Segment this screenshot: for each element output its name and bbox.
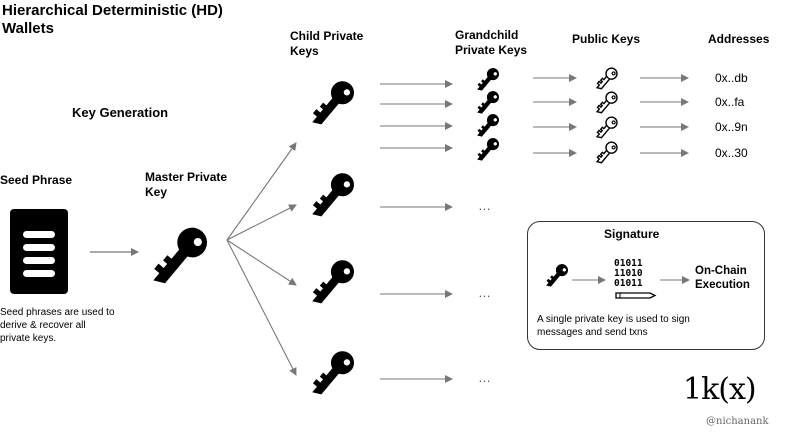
key-icon	[546, 264, 568, 287]
outline-keys-group	[595, 67, 618, 164]
key-generation-label: Key Generation	[72, 105, 169, 120]
signature-box	[527, 221, 765, 350]
arrow-icon	[226, 239, 297, 286]
grandchild-public-arrows	[533, 74, 577, 157]
address-item: 0x..30	[715, 146, 748, 160]
document-icon	[10, 209, 68, 294]
arrow-icon	[226, 204, 297, 241]
address-item: 0x..db	[715, 71, 748, 85]
key-outline-icon	[595, 141, 618, 164]
arrow-icon	[226, 142, 297, 241]
binary-line: 01011	[614, 278, 643, 289]
key-icon	[153, 227, 207, 284]
key-icon	[312, 173, 354, 217]
seed-phrase-label: Seed Phrase	[0, 173, 73, 187]
on-chain-execution-label: On-Chain Execution	[695, 265, 750, 291]
addresses-label: Addresses	[708, 32, 770, 46]
solid-keys-group	[153, 68, 568, 395]
master-child-arrows	[226, 142, 297, 376]
key-icon	[477, 68, 499, 91]
ellipsis: …	[478, 285, 491, 300]
ellipsis: …	[478, 370, 491, 385]
ellipsis: …	[478, 198, 491, 213]
key-icon	[312, 81, 354, 125]
key-outline-icon	[595, 116, 618, 139]
key-icon	[477, 114, 499, 137]
seed-note: Seed phrases are used to derive & recove…	[0, 307, 115, 344]
signature-note: A single private key is used to sign mes…	[537, 314, 690, 338]
key-icon	[312, 351, 354, 395]
arrow-icon	[226, 239, 297, 376]
binary-line: 11010	[614, 268, 643, 279]
master-private-key-label: Master Private Key	[145, 170, 228, 199]
grandchild-private-keys-label: Grandchild Private Keys	[455, 28, 528, 57]
key-outline-icon	[595, 91, 618, 114]
key-outline-icon	[595, 67, 618, 90]
brand-handle: @nichanank	[706, 416, 769, 427]
child-grandchild-arrows	[380, 80, 453, 383]
page-title: Hierarchical Deterministic (HD) Wallets	[2, 2, 223, 37]
child-private-keys-label: Child Private Keys	[290, 29, 364, 58]
public-address-arrows	[640, 74, 689, 157]
pen-icon	[615, 292, 657, 299]
address-item: 0x..fa	[715, 95, 745, 109]
key-icon	[312, 260, 354, 304]
key-icon	[477, 91, 499, 114]
binary-line: 01011	[614, 258, 643, 269]
signature-title: Signature	[604, 227, 660, 241]
key-icon	[477, 138, 499, 161]
brand-logo: 1k(x)	[683, 372, 757, 407]
public-keys-label: Public Keys	[572, 32, 641, 46]
address-item: 0x..9n	[715, 120, 748, 134]
